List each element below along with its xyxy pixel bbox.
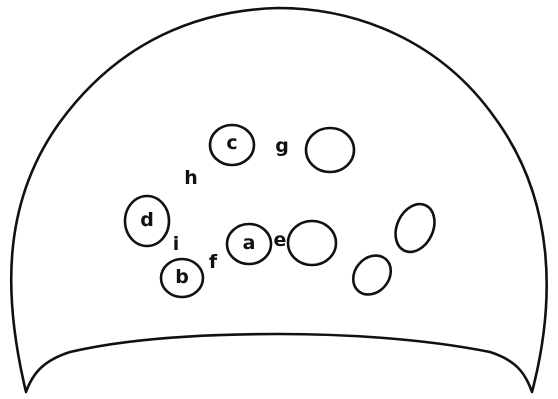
spot-c xyxy=(208,123,256,167)
spot-unlabeled-right-lower xyxy=(351,254,393,296)
label-f: f xyxy=(209,251,218,273)
label-d: d xyxy=(140,209,154,231)
dome-outline xyxy=(9,6,548,394)
spot-unlabeled-middle xyxy=(286,219,338,267)
label-c: c xyxy=(226,132,237,154)
label-i: i xyxy=(173,233,180,255)
spot-unlabeled-right-upper xyxy=(394,202,436,254)
label-h: h xyxy=(184,167,198,189)
label-e: e xyxy=(274,229,287,251)
label-b: b xyxy=(175,266,189,288)
label-g: g xyxy=(275,135,289,157)
spot-unlabeled-upper-right xyxy=(304,126,356,174)
spot-b xyxy=(159,257,205,299)
label-a: a xyxy=(243,232,256,254)
spot-a xyxy=(225,222,273,266)
spot-d xyxy=(123,194,171,248)
